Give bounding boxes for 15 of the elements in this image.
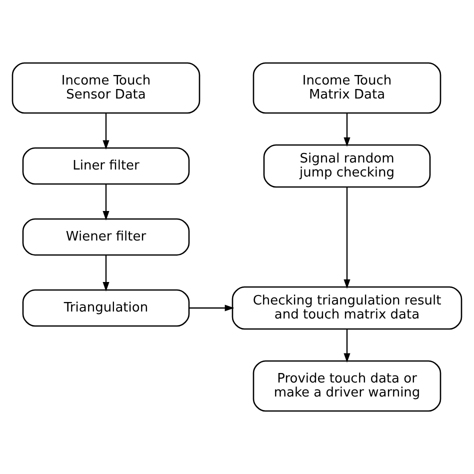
node-box: Provide touch data or make a driver warning [252,360,442,412]
arrow [102,184,110,220]
node-box: Checking triangulation result and touch matrix data [232,286,462,330]
node-box: Liner filter [22,147,190,185]
arrow [344,329,350,363]
arrow [102,255,110,292]
node-box: Wiener filter [22,218,190,256]
node-box: Signal random jump checking [263,144,431,188]
arrow [189,304,234,312]
arrow [344,113,350,147]
arrow [344,187,350,289]
node-box: Income Touch Sensor Data [12,62,200,114]
arrow [102,113,110,150]
node-box: Triangulation [22,289,190,327]
node-box: Income Touch Matrix Data [252,62,442,114]
